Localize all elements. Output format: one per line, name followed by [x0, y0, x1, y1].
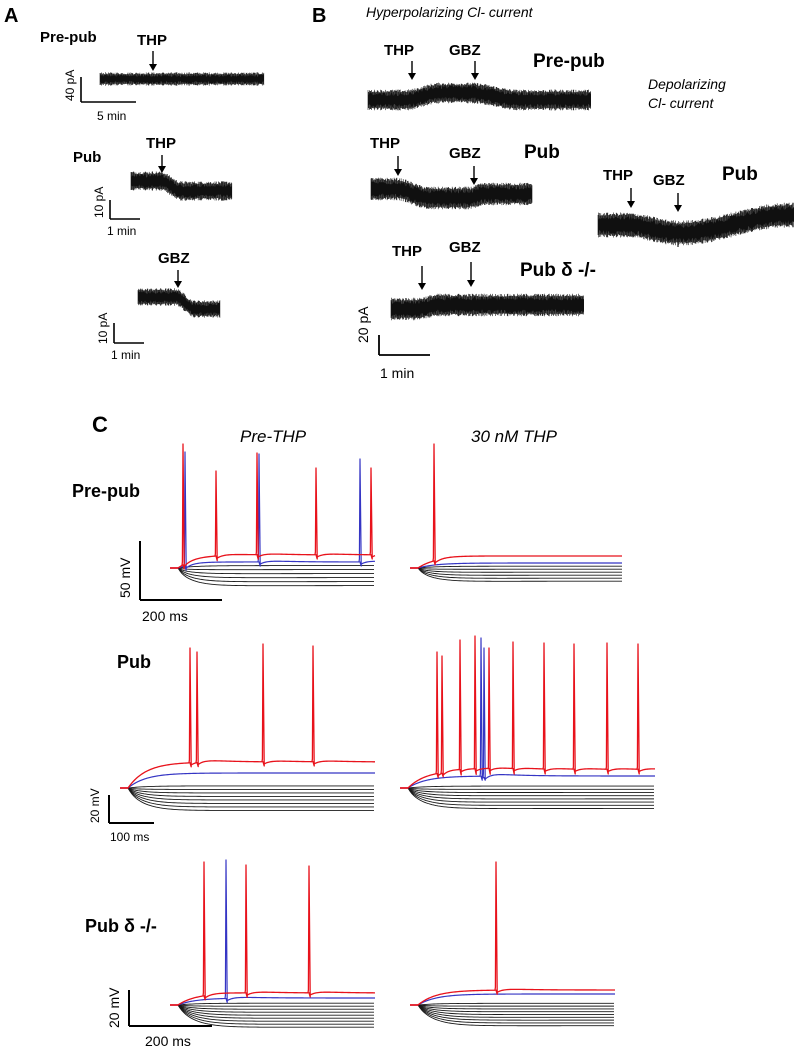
a-pub-thp-scale-x: 1 min [107, 224, 136, 238]
a-pub-gbz-arrow [174, 270, 182, 288]
c-pubdelta-prethp-traces [170, 859, 375, 1028]
c-pub-prethp-traces [120, 643, 376, 811]
panel-a-letter: A [4, 5, 18, 27]
a-pub-gbz-scalebar [113, 323, 144, 344]
b-pubdelta-thp-arrow [418, 266, 426, 290]
c-pub-scale-x: 100 ms [110, 830, 149, 844]
c-prepub-label: Pre-pub [72, 481, 140, 501]
c-pubdelta-scalebar [128, 990, 212, 1027]
c-pubdelta-label: Pub δ -/- [85, 916, 157, 936]
b-pubdelta-thp-label: THP [392, 243, 422, 260]
b-pubright-trace [597, 202, 794, 247]
b-pub-gbz-label: GBZ [449, 145, 481, 162]
b-pubright-gbz-label: GBZ [653, 172, 685, 189]
c-pubdelta-scale-y: 20 mV [106, 987, 122, 1028]
c-pubdelta-thp-traces [410, 861, 615, 1027]
b-pubdelta-trace [390, 293, 584, 321]
b-pubdelta-gbz-arrow [467, 262, 475, 287]
b-pubdelta-label: Pub δ -/- [520, 260, 596, 281]
b-depolarizing-title-1: Depolarizing [648, 76, 726, 92]
b-prepub-gbz-label: GBZ [449, 42, 481, 59]
c-col-30nm-thp: 30 nM THP [471, 427, 558, 446]
b-scalebar [378, 335, 430, 356]
b-hyperpolarizing-title: Hyperpolarizing Cl- current [366, 4, 534, 20]
a-prepub-thp-label: THP [137, 32, 167, 49]
a-prepub-scalebar [80, 77, 136, 103]
a-pub-gbz-label: GBZ [158, 250, 190, 267]
c-prepub-prethp-traces [170, 443, 376, 587]
b-pubright-gbz-arrow [674, 193, 682, 212]
a-pub-thp-scalebar [109, 200, 140, 220]
a-pub-thp-trace [130, 171, 233, 201]
b-scale-x: 1 min [380, 365, 414, 381]
c-pub-label: Pub [117, 652, 151, 672]
a-pub-thp-arrow [158, 155, 166, 173]
a-pub-gbz-scale-y: 10 pA [96, 313, 110, 344]
b-prepub-thp-label: THP [384, 42, 414, 59]
panel-b-letter: B [312, 5, 326, 27]
b-prepub-gbz-arrow [471, 61, 479, 80]
a-pub-gbz-scale-x: 1 min [111, 348, 140, 362]
b-pubright-thp-arrow [627, 188, 635, 208]
c-prepub-scale-x: 200 ms [142, 608, 188, 624]
a-prepub-scale-y: 40 pA [63, 70, 77, 101]
a-prepub-thp-arrow [149, 51, 157, 71]
a-prepub-label: Pre-pub [40, 29, 97, 46]
b-pub-thp-label: THP [370, 135, 400, 152]
c-pub-scalebar [108, 795, 154, 824]
a-pub-label: Pub [73, 149, 101, 166]
c-pub-thp-traces [400, 635, 655, 809]
a-pub-thp-scale-y: 10 pA [92, 187, 106, 218]
b-pub-trace [370, 177, 533, 210]
b-prepub-thp-arrow [408, 61, 416, 80]
a-pub-gbz-trace [137, 288, 221, 318]
c-prepub-scalebar [139, 541, 222, 601]
b-pubright-label: Pub [722, 164, 758, 185]
c-pubdelta-scale-x: 200 ms [145, 1033, 191, 1049]
a-pub-thp-label: THP [146, 135, 176, 152]
b-prepub-trace [367, 82, 591, 111]
b-pubdelta-gbz-label: GBZ [449, 239, 481, 256]
b-pub-label: Pub [524, 142, 560, 163]
b-scale-y: 20 pA [355, 306, 371, 343]
b-pub-thp-arrow [394, 156, 402, 176]
a-prepub-trace [99, 72, 265, 86]
c-col-pre-thp: Pre-THP [240, 427, 307, 446]
c-pub-scale-y: 20 mV [88, 788, 102, 823]
b-prepub-label: Pre-pub [533, 51, 605, 72]
b-pubright-thp-label: THP [603, 167, 633, 184]
a-prepub-scale-x: 5 min [97, 109, 126, 123]
c-prepub-thp-traces [410, 443, 622, 582]
b-pub-gbz-arrow [470, 166, 478, 185]
panel-c-letter: C [92, 412, 108, 437]
c-prepub-scale-y: 50 mV [117, 557, 133, 598]
b-depolarizing-title-2: Cl- current [648, 95, 714, 111]
